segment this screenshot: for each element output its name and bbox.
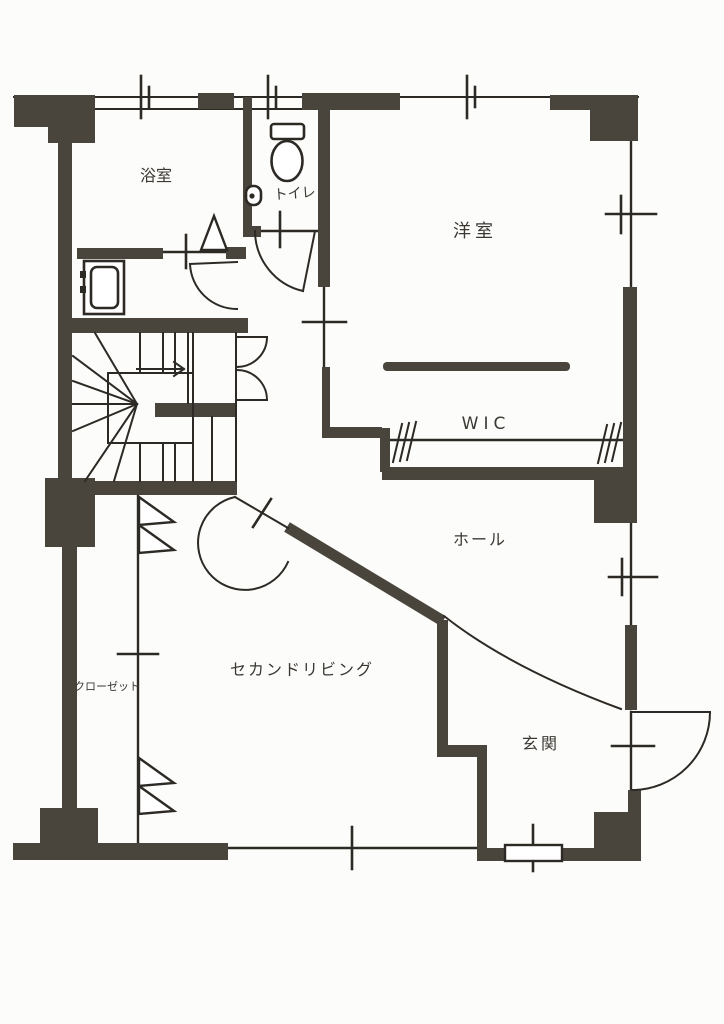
room-label-bathroom: 浴室: [140, 166, 172, 185]
wall-living-entry-upper: [437, 620, 448, 753]
window-tick-top-3: [465, 74, 477, 120]
toilet-icon: [269, 122, 306, 183]
entrance-window: [503, 843, 564, 863]
wall-wic-jog: [322, 427, 382, 438]
wall-east-post-lower: [625, 625, 637, 710]
wall-top-post-1: [198, 93, 234, 109]
wall-wic-bottom: [382, 467, 637, 480]
wall-toilet-stub: [243, 226, 261, 237]
doors: [137, 212, 712, 816]
hall-living-door: [197, 495, 290, 591]
wall-living-entry-step: [437, 745, 487, 757]
window-tick-east-2: [607, 557, 659, 597]
stair-treads-lower: [139, 416, 213, 482]
toilet-door: [253, 229, 317, 293]
wall-east-post-upper: [623, 287, 637, 473]
window-ticks: [116, 74, 659, 873]
stair-winder-fan: [71, 331, 139, 483]
entrance-step-curve: [442, 614, 623, 711]
washroom-door: [188, 260, 239, 311]
fixtures: [80, 122, 623, 711]
stair-direction-arrow: [136, 360, 186, 378]
window-tick-east-1: [604, 194, 658, 235]
room-label-toilet: トイレ: [273, 185, 316, 204]
room-label-closet: クローゼット: [74, 680, 140, 693]
wall-east-block: [594, 473, 637, 523]
room-label-hall: ホール: [453, 530, 507, 549]
room-label-second-living: セカンドリビング: [230, 660, 374, 679]
wall-top-right-corner: [550, 95, 638, 141]
room-labels: 浴室 トイレ 洋室 WIC ホール セカンドリビング クローゼット 玄関: [74, 166, 560, 753]
wall-entry-step-block: [628, 790, 641, 812]
wall-top-post-2: [302, 93, 400, 110]
wall-western-west-upper: [318, 105, 330, 287]
toilet-paper-holder-icon: [244, 184, 263, 207]
stair-void-rect: [107, 372, 194, 444]
window-tick-top-2: [266, 74, 278, 120]
wall-washroom-partition: [77, 248, 163, 259]
wall-stair-divider: [155, 403, 237, 417]
window-tick-top-1: [139, 74, 151, 120]
wall-washroom-stub: [226, 247, 246, 259]
wall-south-entry: [562, 848, 641, 861]
closet-rod-bar: [383, 362, 570, 371]
wall-stair-top: [58, 318, 248, 333]
room-label-wic: WIC: [462, 414, 511, 434]
room-label-entrance: 玄関: [522, 734, 560, 753]
washbasin-icon: [80, 259, 126, 316]
entrance-door: [630, 710, 712, 792]
staircase: [71, 331, 237, 483]
stair-double-door: [235, 335, 269, 402]
wall-stair-bottom: [70, 481, 237, 495]
wall-living-entry-lower: [477, 753, 487, 852]
wall-diagonal-hall: [284, 522, 446, 626]
wall-wic-west: [380, 428, 390, 472]
wic-folding-door-hatches: [391, 420, 623, 465]
wall-western-west-lower: [322, 367, 330, 438]
room-label-western-room: 洋室: [453, 221, 497, 242]
wall-south-left: [13, 843, 228, 860]
closet-folding-doors: [137, 494, 178, 816]
wall-west-upper: [58, 127, 72, 483]
bathroom-folding-door: [199, 212, 229, 252]
wall-west-lower: [62, 547, 77, 812]
wall-toilet-west: [243, 97, 252, 235]
stair-treads-upper: [139, 332, 194, 404]
wall-top-left-corner: [14, 95, 95, 143]
walls: [13, 93, 641, 861]
